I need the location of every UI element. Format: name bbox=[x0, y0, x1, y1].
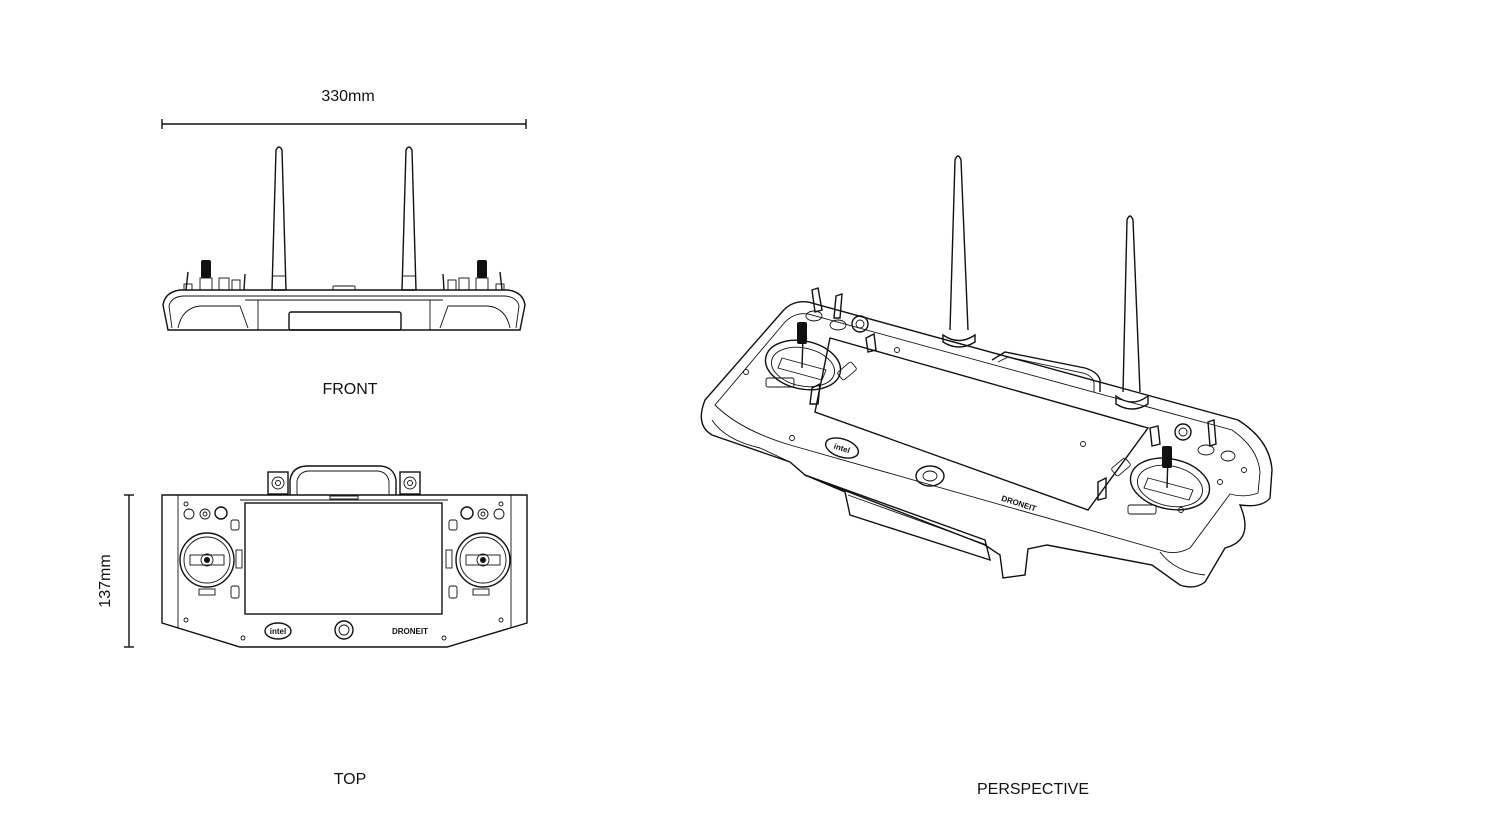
top-right-gimbal bbox=[455, 532, 511, 588]
top-badge-text: intel bbox=[270, 627, 286, 636]
top-left-gimbal bbox=[179, 532, 235, 588]
height-dimension-line bbox=[124, 494, 134, 648]
antenna-left bbox=[271, 146, 287, 291]
front-left-controls bbox=[183, 260, 246, 291]
top-view-drawing: intel DRONEIT bbox=[161, 465, 528, 648]
perspective-power-button-icon bbox=[915, 465, 945, 487]
perspective-view-drawing: intel DRONEIT bbox=[700, 155, 1273, 588]
perspective-view-caption: PERSPECTIVE bbox=[976, 781, 1090, 798]
top-intel-badge bbox=[264, 622, 292, 640]
front-right-controls bbox=[442, 260, 505, 291]
perspective-brand-text: DRONEIT bbox=[1000, 494, 1037, 514]
perspective-antenna-right bbox=[1115, 215, 1149, 410]
front-view-caption: FRONT bbox=[322, 381, 378, 398]
top-screen bbox=[244, 502, 443, 615]
perspective-left-gimbal bbox=[764, 322, 842, 391]
perspective-intel-badge bbox=[824, 437, 860, 459]
width-dimension-line bbox=[161, 119, 527, 129]
top-power-button-icon bbox=[334, 620, 354, 640]
width-dimension-label: 330mm bbox=[321, 88, 375, 105]
antenna-right bbox=[401, 146, 417, 291]
perspective-right-gimbal bbox=[1129, 446, 1211, 511]
top-brand-text: DRONEIT bbox=[392, 627, 428, 636]
top-view-caption: TOP bbox=[333, 771, 367, 788]
perspective-badge-text: intel bbox=[833, 442, 851, 456]
front-view-drawing bbox=[162, 146, 526, 331]
perspective-antenna-left bbox=[942, 155, 976, 348]
